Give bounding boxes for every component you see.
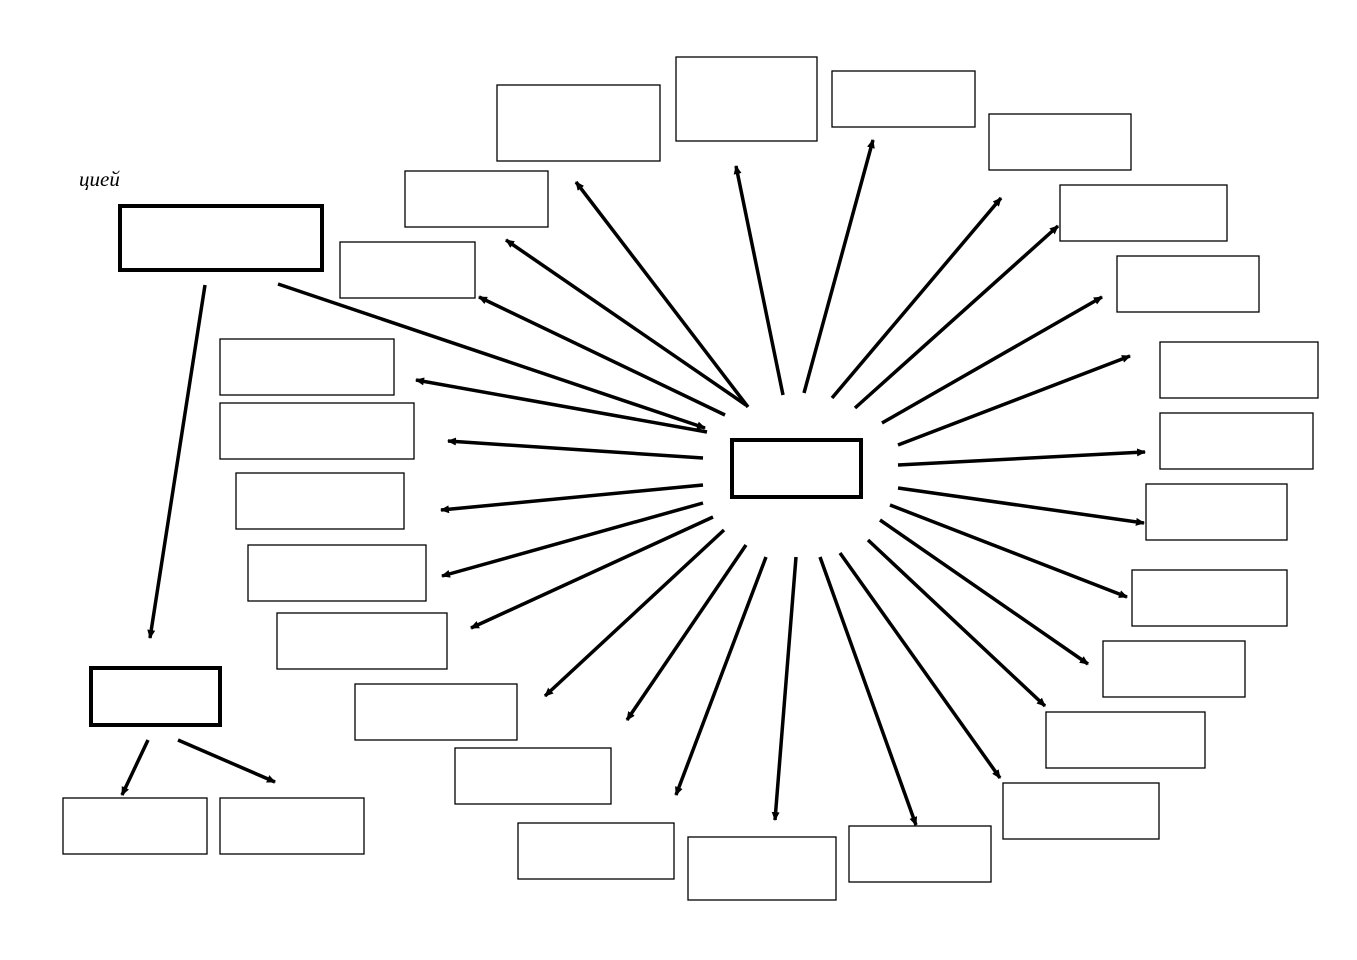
spoke-box-8	[1159, 412, 1314, 470]
spoke-box-1	[496, 84, 661, 162]
spoke-box-10	[1131, 569, 1288, 627]
spoke-arrow-25	[505, 238, 747, 407]
spoke-box-11	[1102, 640, 1246, 698]
spoke-box-14	[848, 825, 992, 883]
spoke-box-15	[687, 836, 837, 901]
source-connector-arrow	[277, 282, 706, 430]
spoke-arrow-20	[441, 501, 704, 578]
spoke-arrow-21	[440, 483, 704, 514]
source-box	[118, 204, 324, 272]
child-box-2	[219, 797, 365, 855]
spoke-box-17	[454, 747, 612, 805]
spoke-arrow-12	[866, 538, 1047, 708]
spoke-arrow-22	[447, 437, 704, 460]
spoke-box-20	[247, 544, 427, 602]
box-group	[62, 56, 1319, 901]
spoke-arrow-23	[415, 377, 708, 434]
spoke-box-5	[1059, 184, 1228, 242]
spoke-box-12	[1045, 711, 1206, 769]
spoke-box-7	[1159, 341, 1319, 399]
spoke-arrow-10	[889, 503, 1128, 599]
spoke-arrow-14	[818, 556, 918, 826]
spoke-arrow-7	[897, 354, 1131, 447]
spoke-box-4	[988, 113, 1132, 171]
spoke-arrow-2	[733, 165, 785, 396]
source-to-subhub-arrow	[147, 284, 207, 639]
spoke-box-3	[831, 70, 976, 128]
spoke-arrow-24	[478, 295, 726, 417]
caption-text: цией	[79, 167, 120, 191]
spoke-arrow-18	[543, 528, 726, 698]
spoke-arrow-11	[879, 518, 1089, 666]
spoke-box-6	[1116, 255, 1260, 313]
spoke-arrow-1	[574, 180, 750, 409]
spoke-arrow-15	[771, 556, 798, 821]
sub-hub-box	[89, 666, 222, 727]
spoke-arrow-6	[881, 295, 1103, 425]
spoke-arrow-4	[830, 196, 1003, 400]
spoke-box-25	[404, 170, 549, 228]
spoke-arrow-3	[802, 139, 875, 394]
spoke-box-22	[219, 402, 415, 460]
spoke-arrow-8	[897, 448, 1146, 467]
arrow-group	[120, 139, 1146, 826]
spoke-arrow-16	[674, 556, 768, 796]
spoke-box-19	[276, 612, 448, 670]
spoke-arrow-5	[853, 224, 1060, 410]
child-box-1	[62, 797, 208, 855]
central-hub-box	[730, 438, 863, 499]
spoke-arrow-13	[838, 551, 1002, 780]
spoke-box-24	[339, 241, 476, 299]
spoke-box-13	[1002, 782, 1160, 840]
spoke-box-18	[354, 683, 518, 741]
spoke-box-21	[235, 472, 405, 530]
subhub-right-arrow	[177, 738, 276, 784]
spoke-box-16	[517, 822, 675, 880]
spoke-arrow-9	[897, 486, 1145, 526]
spoke-box-9	[1145, 483, 1288, 541]
spoke-arrow-19	[470, 515, 714, 630]
subhub-left-arrow	[120, 739, 150, 796]
spoke-box-23	[219, 338, 395, 396]
spoke-box-2	[675, 56, 818, 142]
spoke-arrow-17	[625, 544, 748, 721]
